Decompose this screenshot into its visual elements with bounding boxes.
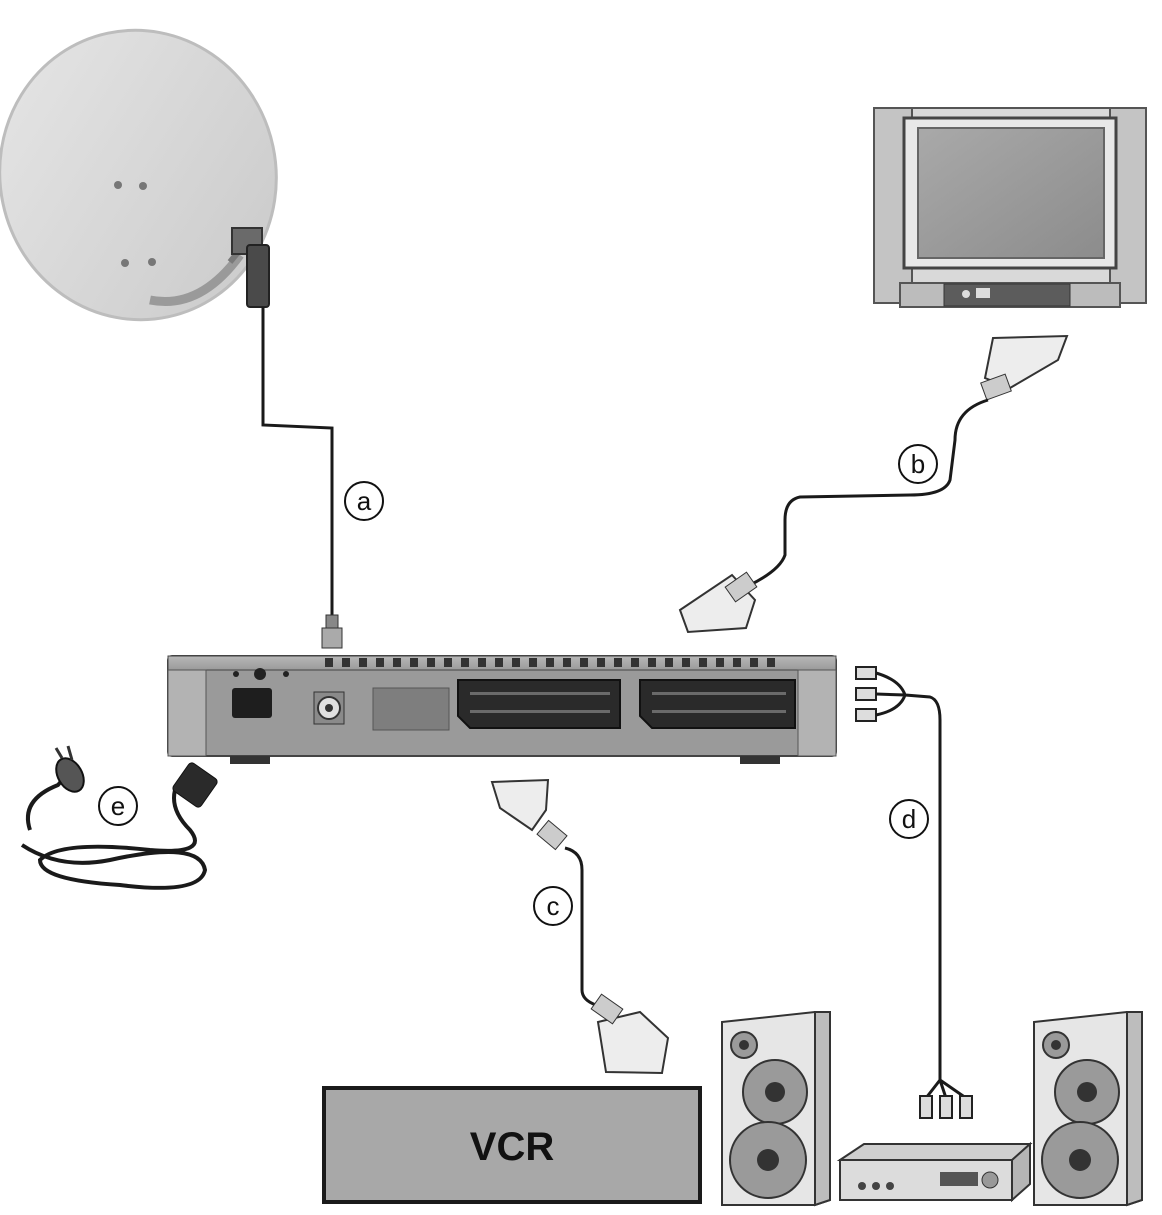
scart-plug-b-bottom xyxy=(678,571,758,634)
svg-text:e: e xyxy=(111,791,125,821)
cable-c xyxy=(564,846,597,1007)
rca-plugs-top xyxy=(855,666,877,722)
vcr-box xyxy=(322,1086,702,1204)
right-speaker-icon xyxy=(1033,1011,1143,1207)
scart-socket-2 xyxy=(639,679,796,729)
callout-d: d xyxy=(889,799,929,839)
svg-text:c: c xyxy=(547,891,560,921)
scart-socket-1 xyxy=(457,679,621,729)
cable-d xyxy=(875,671,942,1080)
callout-a: a xyxy=(344,481,384,521)
callout-c: c xyxy=(533,886,573,926)
scart-plug-b-top xyxy=(980,334,1069,401)
power-cord-icon xyxy=(20,745,218,890)
amplifier-icon xyxy=(836,1141,1033,1203)
vcr-label: VCR xyxy=(470,1125,555,1169)
left-speaker-icon xyxy=(721,1011,831,1207)
television-icon xyxy=(873,107,1147,308)
cable-a xyxy=(261,307,334,620)
lnb-icon xyxy=(231,227,270,308)
cable-b xyxy=(749,398,989,587)
scart-plug-c-bottom xyxy=(590,993,670,1075)
coax-connector-icon xyxy=(321,614,343,649)
svg-text:a: a xyxy=(357,486,372,516)
svg-text:b: b xyxy=(911,449,925,479)
callout-e: e xyxy=(98,786,138,826)
callout-b: b xyxy=(898,444,938,484)
rca-plugs-bottom xyxy=(919,1095,973,1119)
svg-text:d: d xyxy=(902,804,916,834)
scart-plug-c-top xyxy=(490,778,568,851)
